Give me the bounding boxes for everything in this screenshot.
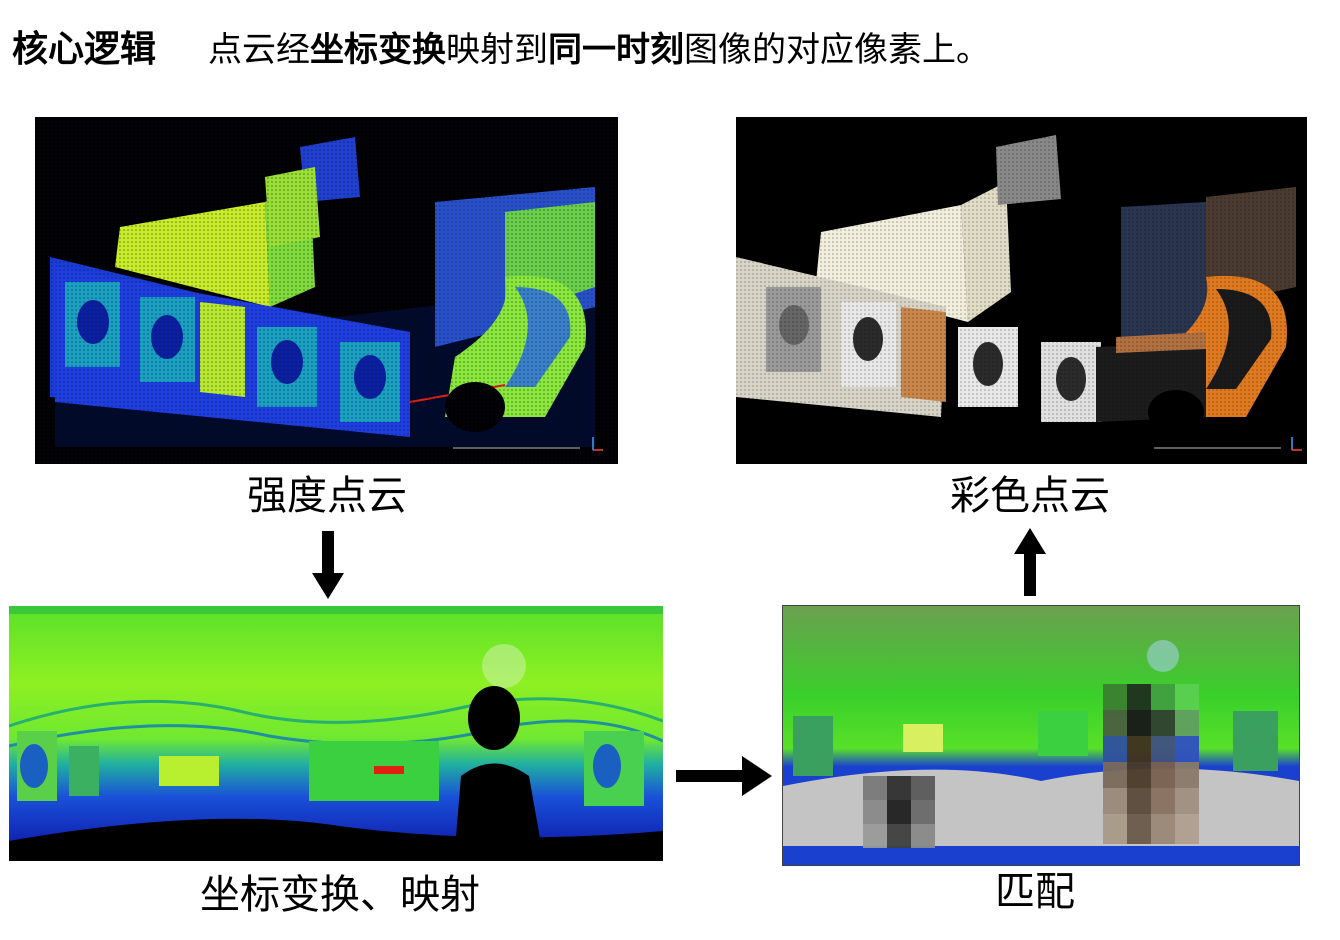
up-arrow-icon (1014, 528, 1046, 596)
caption-intensity-cloud: 强度点云 (247, 473, 407, 519)
right-arrow-icon (676, 756, 772, 796)
headline-segment: 点云经 (208, 29, 311, 70)
down-arrow-icon (312, 531, 344, 599)
intensity-point-cloud-image (35, 117, 618, 464)
headline-segment-bold: 同一时刻 (548, 29, 685, 70)
headline-text: 点云经坐标变换映射到同一时刻图像的对应像素上。 (208, 22, 990, 71)
headline-segment: 映射到 (446, 29, 549, 70)
caption-projection: 坐标变换、映射 (200, 872, 480, 918)
headline-title: 核心逻辑 (12, 29, 157, 70)
headline-segment: 图像的对应像素上。 (684, 29, 991, 70)
headline-segment-bold: 坐标变换 (310, 29, 447, 70)
projection-panorama-image (9, 606, 663, 861)
caption-matching: 匹配 (995, 869, 1075, 915)
caption-color-cloud: 彩色点云 (950, 473, 1110, 519)
color-point-cloud-image (736, 117, 1307, 464)
headline: 核心逻辑 点云经坐标变换映射到同一时刻图像的对应像素上。 (12, 18, 990, 74)
matching-overlay-image (782, 605, 1300, 866)
